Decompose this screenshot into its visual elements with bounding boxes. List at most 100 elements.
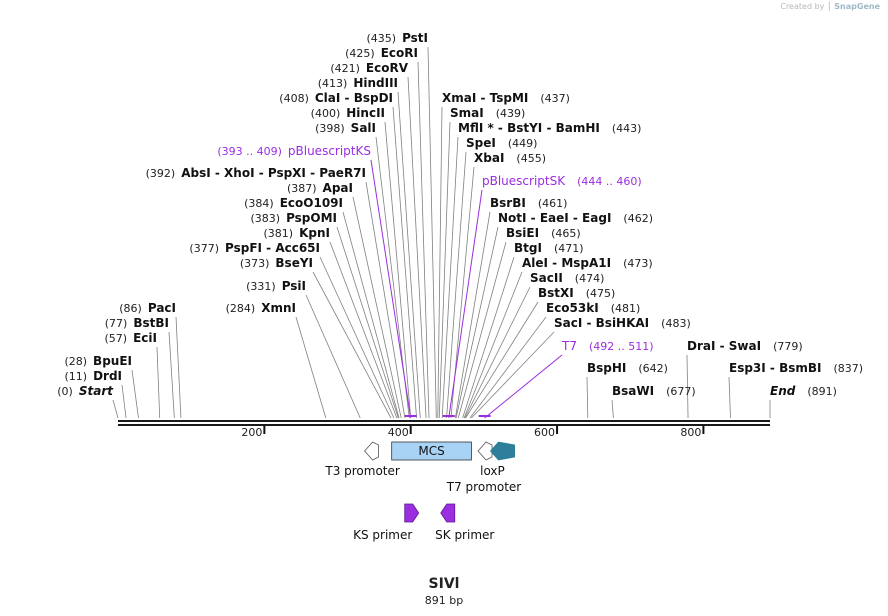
enzyme-label[interactable]: SacII(474) (530, 271, 604, 285)
site-position: (393 .. 409) (217, 145, 282, 158)
site-name: AleI - MspA1I (522, 256, 611, 270)
enzyme-label[interactable]: (284)XmnI (226, 301, 296, 315)
site-name: BseYI (275, 256, 313, 270)
site-position: (474) (575, 272, 605, 285)
site-leader-32 (462, 256, 515, 419)
enzyme-label[interactable]: (435)PstI (366, 31, 428, 45)
promoter-arrow-icon (364, 441, 380, 461)
feature-t7-promoter[interactable]: T7 promoter (446, 441, 522, 494)
primer-track: KS primer SK primer (353, 503, 494, 542)
enzyme-label[interactable]: (77)BstBI (105, 316, 169, 330)
site-leader-3 (397, 91, 421, 419)
site-leader-41 (686, 354, 689, 419)
enzyme-label[interactable]: (392)AbsI - XhoI - PspXI - PaeR7I (146, 166, 366, 180)
site-leader-14 (312, 271, 392, 419)
site-position: (383) (250, 212, 280, 225)
enzyme-label[interactable]: (57)EciI (105, 331, 157, 345)
site-leader-28 (448, 189, 483, 419)
site-position: (86) (119, 302, 142, 315)
feature-mcs[interactable]: MCS (391, 441, 472, 461)
enzyme-label[interactable]: BsiEI(465) (506, 226, 581, 240)
backbone-top-strand (118, 420, 770, 422)
enzyme-label[interactable]: SacI - BsiHKAI(483) (554, 316, 691, 330)
site-name: PstI (402, 31, 428, 45)
site-leader-24 (438, 121, 451, 419)
feature-label[interactable]: (393 .. 409)pBluescriptKS (217, 144, 371, 158)
enzyme-label[interactable]: MflI * - BstYI - BamHI(443) (458, 121, 641, 135)
site-position: (421) (330, 62, 360, 75)
enzyme-label[interactable]: (425)EcoRI (345, 46, 418, 60)
site-position: (475) (586, 287, 616, 300)
site-leader-7 (370, 159, 412, 419)
site-leader-15 (305, 294, 361, 419)
enzyme-label[interactable]: BspHI (642) (587, 361, 668, 375)
enzyme-label[interactable]: Eco53kI(481) (546, 301, 640, 315)
site-name: BsaWI (612, 384, 654, 398)
map-title: SIVl (428, 576, 460, 592)
primer-ks-primer[interactable]: KS primer (353, 503, 420, 542)
site-position: (677) (666, 385, 696, 398)
enzyme-label[interactable]: (377)PspFI - Acc65I (189, 241, 320, 255)
enzyme-label[interactable]: (86)PacI (119, 301, 176, 315)
enzyme-label[interactable]: DraI - SwaI(779) (687, 339, 803, 353)
enzyme-label[interactable]: (383)PspOMI (250, 211, 337, 225)
site-position: (331) (246, 280, 276, 293)
enzyme-label[interactable]: SmaI(439) (450, 106, 525, 120)
enzyme-label[interactable]: (373)BseYI (240, 256, 313, 270)
site-position: (284) (226, 302, 256, 315)
enzyme-label[interactable]: End(891) (770, 384, 837, 398)
enzyme-label[interactable]: BstXI(475) (538, 286, 615, 300)
feature-t3-promoter[interactable]: T3 promoter (324, 441, 400, 478)
map-length: 891 bp (424, 594, 464, 607)
feature-name: MCS (418, 444, 444, 458)
site-position: (483) (661, 317, 691, 330)
enzyme-label[interactable]: (398)SalI (315, 121, 376, 135)
site-leader-13 (319, 256, 395, 419)
enzyme-label[interactable]: (413)HindIII (318, 76, 398, 90)
enzyme-label[interactable]: BsrBI(461) (490, 196, 567, 210)
site-leader-37 (471, 331, 555, 419)
enzyme-label[interactable]: (400)HincII (311, 106, 385, 120)
site-leader-20 (131, 369, 139, 419)
credit-brand: SnapGene (834, 2, 880, 11)
enzyme-label[interactable]: (384)EcoO109I (244, 196, 343, 210)
site-position: (642) (638, 362, 668, 375)
enzyme-label[interactable]: BtgI(471) (514, 241, 584, 255)
enzyme-label[interactable]: XbaI(455) (474, 151, 546, 165)
site-leader-11 (336, 226, 399, 419)
site-leader-40 (611, 399, 614, 419)
enzyme-label[interactable]: (387) ApaI (287, 181, 353, 195)
enzyme-label[interactable]: NotI - EaeI - EagI(462) (498, 211, 653, 225)
tick-label: 200 (241, 426, 262, 439)
site-name: ApaI (323, 181, 353, 195)
enzyme-label[interactable]: (331)PsiI (246, 279, 306, 293)
enzyme-label[interactable]: Esp3I - BsmBI(837) (729, 361, 863, 375)
site-name: EciI (133, 331, 157, 345)
site-name: BspHI (587, 361, 626, 375)
feature-label[interactable]: T7(492 .. 511) (561, 339, 654, 353)
enzyme-label[interactable]: XmaI - TspMI(437) (442, 91, 570, 105)
feature-label[interactable]: pBluescriptSK(444 .. 460) (482, 174, 642, 188)
arrow-arrow-icon (489, 441, 516, 461)
site-name: SalI (351, 121, 376, 135)
primer-sk-primer[interactable]: SK primer (435, 503, 494, 542)
enzyme-label[interactable]: (11)DrdI (64, 369, 122, 383)
enzyme-label[interactable]: (28)BpuEI (64, 354, 132, 368)
site-leader-25 (441, 136, 459, 419)
enzyme-label[interactable]: (408) ClaI - BspDI (279, 91, 393, 105)
enzyme-label[interactable]: (381)KpnI (264, 226, 331, 240)
site-position: (408) (279, 92, 309, 105)
primer-name: KS primer (353, 528, 412, 542)
enzyme-label[interactable]: BsaWI (677) (612, 384, 696, 398)
enzyme-label[interactable]: (421)EcoRV (330, 61, 408, 75)
site-leader-1 (417, 61, 430, 419)
site-name: ClaI - BspDI (315, 91, 393, 105)
enzyme-label[interactable]: AleI - MspA1I(473) (522, 256, 653, 270)
enzyme-label[interactable]: SpeI(449) (466, 136, 537, 150)
feature-loxp[interactable]: loxP (480, 441, 516, 478)
site-position: (387) (287, 182, 317, 195)
site-position: (381) (264, 227, 294, 240)
site-position: (11) (64, 370, 87, 383)
enzyme-label[interactable]: (0)Start (57, 384, 114, 398)
